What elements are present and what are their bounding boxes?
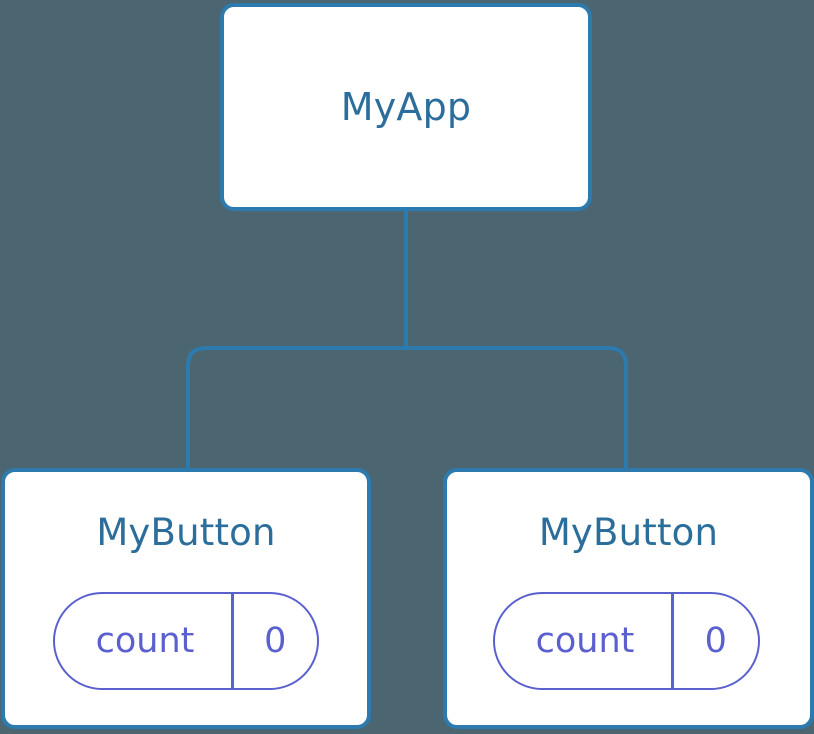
state-pill-divider [671, 594, 674, 688]
node-mybutton-2-label: MyButton [538, 511, 719, 554]
state-key-label: count [95, 620, 195, 661]
state-pill-mybutton-1[interactable]: count 0 [53, 592, 319, 690]
node-myapp-label: MyApp [340, 85, 472, 129]
state-pill-mybutton-2[interactable]: count 0 [493, 592, 760, 690]
state-key-label: count [535, 620, 635, 661]
state-value-label: 0 [704, 620, 727, 661]
state-pill-divider [231, 594, 234, 688]
node-mybutton-1[interactable]: MyButton [1, 468, 371, 729]
edge-root-to-mybutton-2 [406, 346, 628, 468]
edge-root-to-mybutton-1 [186, 346, 406, 468]
state-value-label: 0 [264, 620, 287, 661]
node-myapp[interactable]: MyApp [220, 3, 592, 211]
node-mybutton-2[interactable]: MyButton [443, 468, 814, 729]
node-mybutton-1-label: MyButton [96, 511, 276, 554]
